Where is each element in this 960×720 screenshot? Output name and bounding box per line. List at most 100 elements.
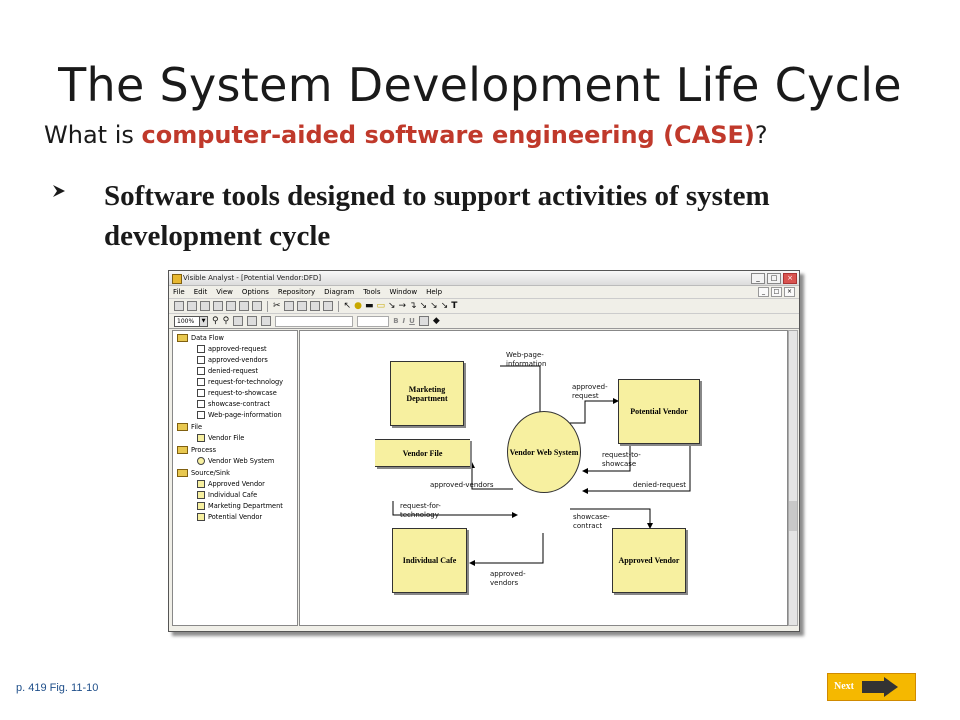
- line-shape-icon[interactable]: ▬: [364, 301, 374, 311]
- tree-item[interactable]: Web-page-information: [197, 411, 282, 419]
- potential-vendor-entity[interactable]: Potential Vendor: [618, 379, 700, 444]
- tree-group-label: Source/Sink: [191, 469, 230, 477]
- tree-item[interactable]: Marketing Department: [197, 502, 283, 510]
- tree-item-label: showcase-contract: [208, 400, 270, 408]
- save-icon[interactable]: [226, 301, 236, 311]
- open-folder-icon[interactable]: [213, 301, 223, 311]
- rectangle-shape-icon[interactable]: ▭: [376, 301, 385, 311]
- print-icon[interactable]: [239, 301, 249, 311]
- blank-page-icon[interactable]: [200, 301, 210, 311]
- flow-bend-icon[interactable]: ↴: [409, 301, 417, 311]
- doc-close-button[interactable]: ×: [784, 287, 795, 297]
- flow-arrow-icon[interactable]: ↘: [387, 301, 396, 311]
- zoom-out-icon[interactable]: ⚲: [222, 316, 230, 326]
- zoom-in-icon[interactable]: ⚲: [212, 316, 219, 326]
- diagram-canvas[interactable]: Marketing Department Potential Vendor Ve…: [299, 330, 788, 626]
- folder-icon: [177, 469, 188, 477]
- tree-item[interactable]: request-to-showcase: [197, 389, 277, 397]
- tree-item[interactable]: Vendor File: [197, 434, 244, 442]
- menu-options[interactable]: Options: [241, 288, 269, 296]
- individual-cafe-entity[interactable]: Individual Cafe: [392, 528, 467, 593]
- vertical-scrollbar[interactable]: [788, 330, 798, 626]
- chevron-down-icon[interactable]: ▼: [199, 316, 207, 326]
- align-icon[interactable]: [247, 316, 258, 326]
- flow-curve-icon[interactable]: ↘: [419, 301, 428, 311]
- tree-item[interactable]: Individual Cafe: [197, 491, 257, 499]
- tree-item[interactable]: denied-request: [197, 367, 258, 375]
- tree-group-label: Process: [191, 446, 217, 454]
- flow-label: approved-request: [572, 383, 608, 400]
- new-doc-icon[interactable]: [187, 301, 197, 311]
- vendor-web-system-process[interactable]: Vendor Web System: [507, 411, 581, 493]
- tree-item[interactable]: approved-request: [197, 345, 267, 353]
- scroll-thumb[interactable]: [789, 501, 797, 531]
- flow-diag2-icon[interactable]: ↘: [440, 301, 449, 311]
- file-icon: [197, 434, 205, 442]
- zoom-select[interactable]: 100%▼: [174, 315, 208, 327]
- tree-item[interactable]: Approved Vendor: [197, 480, 265, 488]
- menu-view[interactable]: View: [216, 288, 233, 296]
- text-tool-icon[interactable]: T: [451, 301, 458, 311]
- tree-item-label: request-for-technology: [208, 378, 284, 386]
- data-flow-icon: [197, 378, 205, 386]
- entity-icon: [197, 502, 205, 510]
- main-toolbar: ✂ ↖ ● ▬ ▭ ↘ → ↴ ↘ ↘ ↘ T: [169, 299, 799, 314]
- menu-file[interactable]: File: [173, 288, 185, 296]
- slide-subtitle: What is computer-aided software engineer…: [44, 121, 768, 149]
- next-button[interactable]: Next: [827, 673, 916, 701]
- tree-group-process[interactable]: Process: [177, 446, 216, 454]
- repository-icon[interactable]: [174, 301, 184, 311]
- tree-item[interactable]: Vendor Web System: [197, 457, 274, 465]
- paste-icon[interactable]: [296, 301, 307, 311]
- entity-icon: [197, 491, 205, 499]
- underline-button[interactable]: U: [409, 317, 415, 325]
- tree-item[interactable]: Potential Vendor: [197, 513, 262, 521]
- data-flow-icon: [197, 400, 205, 408]
- tree-item-label: Approved Vendor: [208, 480, 265, 488]
- tree-group-data-flow[interactable]: Data Flow: [177, 334, 224, 342]
- menu-edit[interactable]: Edit: [193, 288, 208, 296]
- data-flow-arrows: [392, 365, 691, 566]
- copy-icon[interactable]: [283, 301, 294, 311]
- tree-group-file[interactable]: File: [177, 423, 202, 431]
- font-size-select[interactable]: [357, 315, 390, 327]
- flow-right-icon[interactable]: →: [398, 301, 407, 311]
- approved-vendor-entity[interactable]: Approved Vendor: [612, 528, 686, 593]
- subtitle-prefix: What is: [44, 121, 142, 149]
- cut-icon[interactable]: ✂: [273, 301, 281, 311]
- zoom-icon[interactable]: [252, 301, 262, 311]
- undo-icon[interactable]: [322, 301, 333, 311]
- maximize-button[interactable]: □: [767, 273, 781, 284]
- color-icon[interactable]: [418, 316, 429, 326]
- doc-minimize-button[interactable]: _: [758, 287, 769, 297]
- tree-item[interactable]: approved-vendors: [197, 356, 268, 364]
- tree-item-label: Web-page-information: [208, 411, 282, 419]
- tree-item-label: request-to-showcase: [208, 389, 277, 397]
- menu-window[interactable]: Window: [389, 288, 418, 296]
- italic-button[interactable]: I: [402, 317, 406, 325]
- doc-restore-button[interactable]: □: [771, 287, 782, 297]
- tree-group-source-sink[interactable]: Source/Sink: [177, 469, 230, 477]
- fill-icon[interactable]: ◆: [432, 316, 440, 326]
- tree-item[interactable]: showcase-contract: [197, 400, 270, 408]
- repository-tree: Data Flow approved-request approved-vend…: [172, 330, 298, 626]
- vendor-file-store[interactable]: Vendor File: [375, 439, 470, 467]
- tree-item-label: denied-request: [208, 367, 258, 375]
- pointer-icon[interactable]: ↖: [343, 301, 352, 311]
- circle-shape-icon[interactable]: ●: [354, 301, 362, 311]
- format-toolbar: 100%▼ ⚲ ⚲ B I U ◆: [169, 314, 799, 329]
- menu-repository[interactable]: Repository: [277, 288, 316, 296]
- link-icon[interactable]: [309, 301, 320, 311]
- menu-help[interactable]: Help: [426, 288, 443, 296]
- flow-diag-icon[interactable]: ↘: [430, 301, 438, 311]
- distribute-icon[interactable]: [261, 316, 272, 326]
- menu-tools[interactable]: Tools: [363, 288, 381, 296]
- font-select[interactable]: [275, 315, 354, 327]
- grid-icon[interactable]: [233, 316, 244, 326]
- bold-button[interactable]: B: [393, 317, 399, 325]
- marketing-department-entity[interactable]: Marketing Department: [390, 361, 464, 426]
- menu-diagram[interactable]: Diagram: [324, 288, 355, 296]
- close-button[interactable]: ×: [783, 273, 797, 284]
- tree-item[interactable]: request-for-technology: [197, 378, 283, 386]
- minimize-button[interactable]: _: [751, 273, 765, 284]
